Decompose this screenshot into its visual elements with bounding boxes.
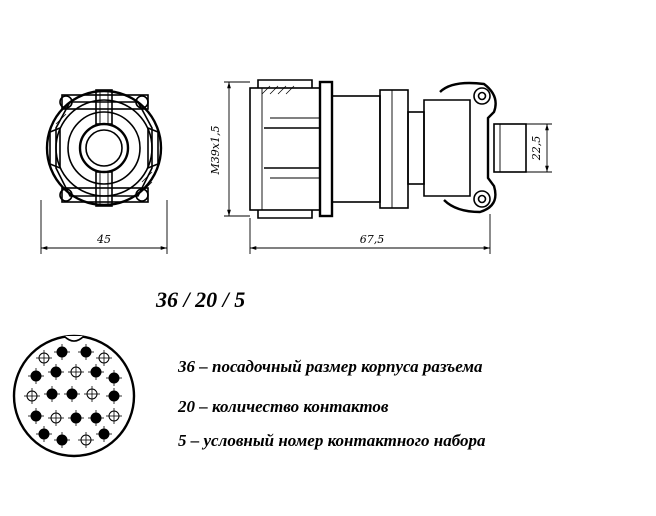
side-length-dimension: 67,5 xyxy=(360,233,385,246)
front-view: 45 xyxy=(40,89,168,254)
front-width-dimension: 45 xyxy=(96,233,111,246)
legend: 36 – посадочный размер корпуса разъема 2… xyxy=(177,357,486,450)
legend-line-count: 20 – количество контактов xyxy=(177,397,389,416)
flange-height-dimension: 22,5 xyxy=(530,136,543,162)
designation-code: 36 / 20 / 5 xyxy=(155,287,245,312)
legend-line-size: 36 – посадочный размер корпуса разъема xyxy=(177,357,483,376)
side-view: M39x1,5 22,5 67,5 xyxy=(209,79,552,254)
legend-line-set: 5 – условный номер контактного набора xyxy=(178,431,486,450)
contact-layout xyxy=(12,334,136,458)
thread-dimension: M39x1,5 xyxy=(209,126,222,176)
